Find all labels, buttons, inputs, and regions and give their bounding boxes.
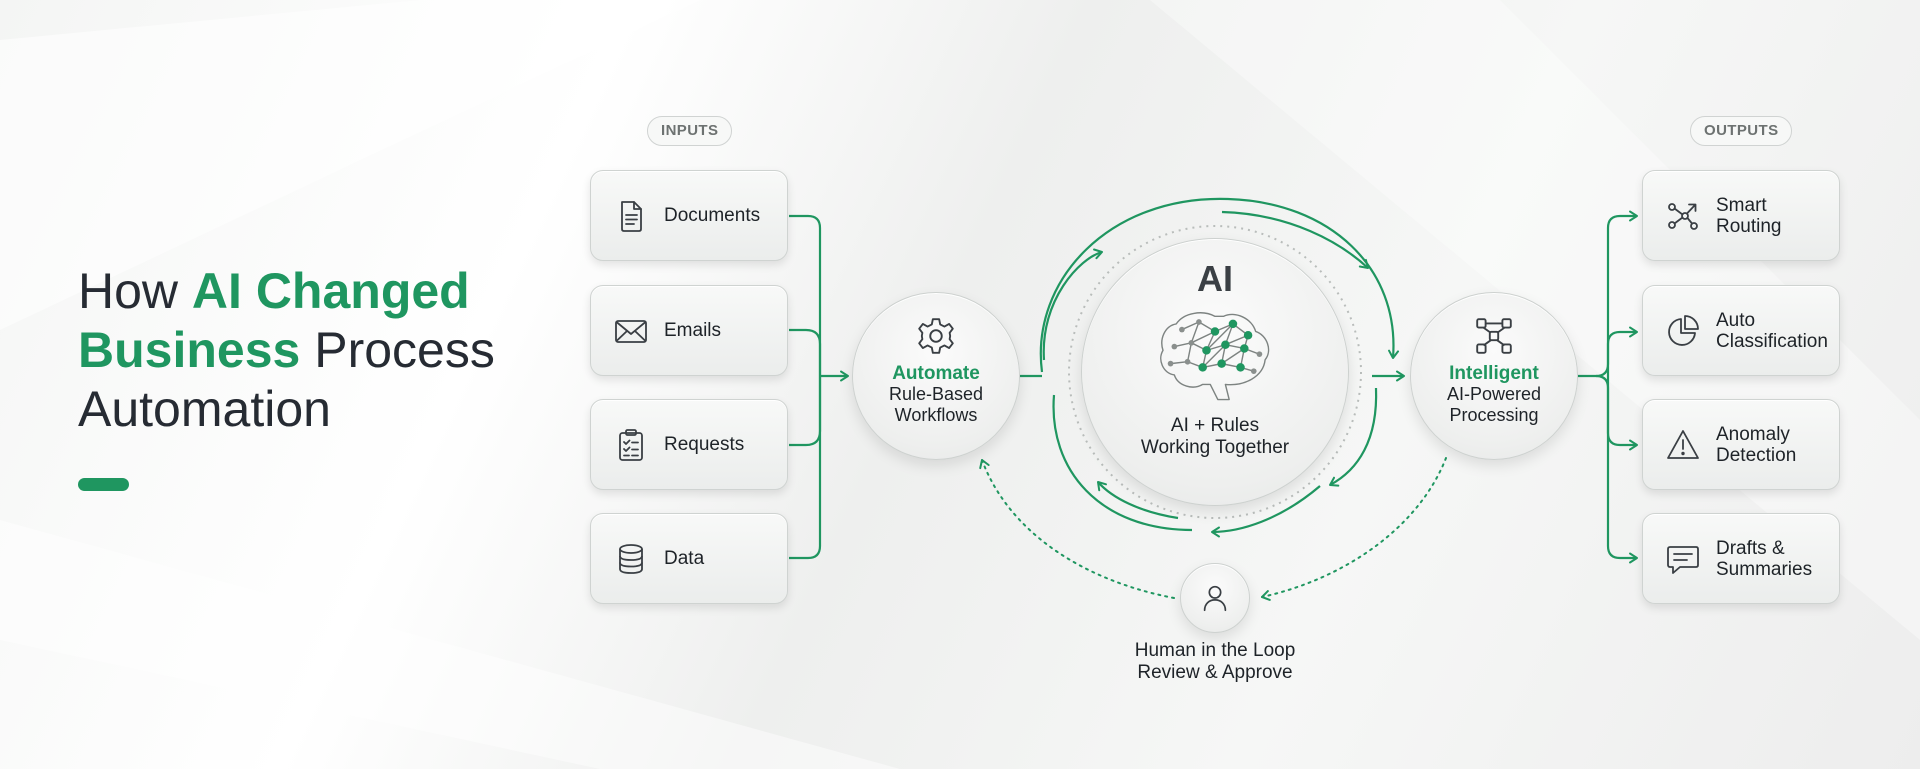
input-card-emails[interactable]: Emails [590, 285, 788, 376]
input-card-requests[interactable]: Requests [590, 399, 788, 490]
output-line1: Auto [1716, 309, 1756, 331]
human-loop-from-intelligent [1261, 457, 1447, 601]
intelligent-line2: Processing [1449, 405, 1539, 425]
intelligent-line1: AI-Powered [1446, 384, 1542, 404]
input-card-data[interactable]: Data [590, 513, 788, 604]
document-icon [613, 198, 649, 234]
input-card-documents[interactable]: Documents [590, 170, 788, 261]
cycle-arrow-bottom-left [1052, 394, 1193, 532]
cycle-arrow-top-right [1221, 210, 1369, 269]
connector-intelligent-out [1578, 210, 1638, 378]
output-line2: Routing [1716, 215, 1782, 237]
pie-chart-icon [1665, 313, 1701, 349]
output-line1: Drafts & [1716, 537, 1785, 559]
title-part2: Process [300, 322, 495, 378]
human-line2: Review & Approve [1137, 662, 1293, 683]
title-part1: How [78, 263, 192, 319]
connector-data [789, 376, 822, 560]
ai-heading: AI [1197, 258, 1233, 299]
automate-line1: Rule-Based [888, 384, 984, 404]
cycle-arrow-top-inner [1042, 248, 1103, 361]
cycle-arrow-bottom-right [1329, 387, 1378, 487]
outputs-pill: OUTPUTS [1690, 116, 1793, 146]
input-label: Emails [664, 320, 722, 341]
connector-documents [789, 214, 822, 376]
cycle-arrow-bottom [1211, 485, 1321, 538]
chat-bubble-icon [1665, 541, 1701, 577]
intelligent-title: Intelligent [1449, 363, 1539, 384]
title-highlight2: Business [78, 322, 301, 378]
title-highlight1: AI Changed [191, 263, 470, 319]
input-label: Documents [664, 205, 761, 226]
warning-triangle-icon [1665, 427, 1701, 463]
connector-out-classification [1606, 326, 1638, 376]
input-label: Data [664, 548, 705, 569]
ai-core-line2: Working Together [1140, 437, 1290, 458]
output-label: Anomaly Detection [1716, 424, 1796, 466]
human-label: Human in the Loop Review & Approve [1104, 640, 1326, 684]
output-card-smart-routing[interactable]: Smart Routing [1642, 170, 1840, 261]
database-icon [613, 541, 649, 577]
inputs-pill: INPUTS [647, 116, 733, 146]
cycle-arrow-bottom-left-inner [1097, 481, 1179, 520]
output-line1: Smart [1716, 194, 1767, 216]
output-label: Drafts & Summaries [1716, 538, 1812, 580]
output-card-drafts-summaries[interactable]: Drafts & Summaries [1642, 513, 1840, 604]
brain-network-icon [1160, 312, 1270, 401]
output-line2: Summaries [1716, 558, 1813, 580]
title-accent-bar [78, 478, 129, 491]
output-card-anomaly-detection[interactable]: Anomaly Detection [1642, 399, 1840, 490]
clipboard-checklist-icon [613, 427, 649, 463]
output-line2: Classification [1716, 330, 1828, 352]
output-label: Auto Classification [1716, 310, 1828, 352]
connector-out-drafts [1595, 374, 1638, 564]
connector-out-anomaly [1606, 376, 1638, 451]
human-node[interactable] [1180, 563, 1250, 633]
ai-core-node[interactable]: AI AI + Rules Working Together [1081, 238, 1349, 506]
cycle-arrow-top-outer [1039, 197, 1400, 373]
connector-requests [789, 376, 822, 447]
input-label: Requests [664, 434, 745, 455]
intelligent-node[interactable]: Intelligent AI-Powered Processing [1410, 292, 1578, 460]
gear-icon [918, 318, 954, 354]
person-icon [1203, 585, 1227, 612]
automate-title: Automate [892, 363, 980, 384]
ai-core-line1: AI + Rules [1170, 415, 1260, 436]
output-label: Smart Routing [1716, 195, 1782, 237]
network-nodes-icon [1476, 318, 1512, 354]
human-loop-to-automate [979, 459, 1175, 599]
output-card-auto-classification[interactable]: Auto Classification [1642, 285, 1840, 376]
envelope-icon [613, 313, 649, 349]
output-line1: Anomaly [1716, 423, 1790, 445]
human-line1: Human in the Loop [1134, 640, 1296, 661]
core-dotted-ring [1068, 225, 1362, 519]
page-title: How AI Changed Business Process Automati… [78, 262, 495, 439]
automate-line2: Workflows [894, 405, 978, 425]
routing-icon [1665, 198, 1701, 234]
title-part3: Automation [78, 381, 331, 437]
output-line2: Detection [1716, 444, 1797, 466]
automate-node[interactable]: Automate Rule-Based Workflows [852, 292, 1020, 460]
connector-emails [789, 328, 822, 376]
